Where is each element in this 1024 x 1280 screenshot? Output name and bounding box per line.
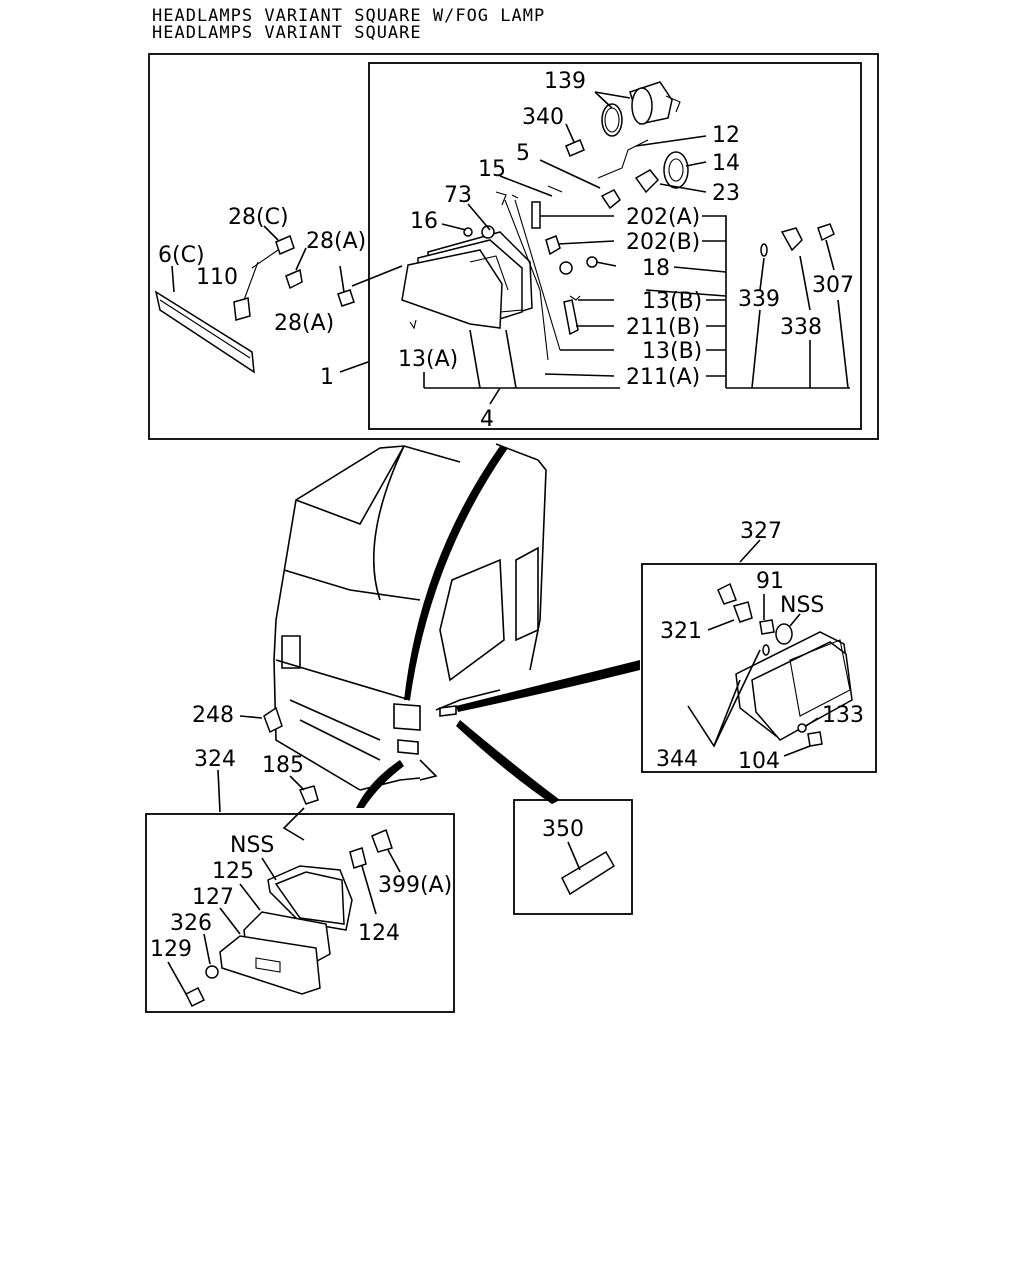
callout-4: 4 [480, 407, 494, 432]
callout-139: 139 [544, 69, 586, 94]
callout-28a-2: 28(A) [274, 311, 334, 336]
reflector-frame [513, 799, 633, 915]
pointer-ribbons [356, 660, 640, 808]
front-lamp-frame [145, 813, 455, 1013]
leader-lines-side-lamp [687, 539, 819, 757]
callout-15: 15 [478, 157, 506, 182]
leader-lines-top [171, 91, 850, 405]
callout-28a-1: 28(A) [306, 229, 366, 254]
callout-211b: 211(B) [626, 315, 700, 340]
side-turn-lamp [717, 582, 853, 747]
callout-339: 339 [738, 287, 780, 312]
callout-nss-side: NSS [780, 593, 824, 618]
callout-23: 23 [712, 181, 740, 206]
clip-248 [239, 706, 283, 734]
callout-13b-1: 13(B) [642, 289, 702, 314]
front-turn-lamp [184, 785, 393, 1008]
callout-91: 91 [756, 569, 784, 594]
callout-16: 16 [410, 209, 438, 234]
callout-1: 1 [320, 365, 334, 390]
callout-133: 133 [822, 703, 864, 728]
callout-202b: 202(B) [626, 230, 700, 255]
callout-6c: 6(C) [158, 243, 205, 268]
leader-lines-front-lamp [167, 769, 401, 995]
bulb-assembly [547, 81, 689, 210]
callout-129: 129 [150, 937, 192, 962]
callout-14: 14 [712, 151, 740, 176]
reflector-350 [561, 841, 616, 896]
callout-321: 321 [660, 619, 702, 644]
callout-344: 344 [656, 747, 698, 772]
callout-18: 18 [642, 256, 670, 281]
callout-nss-front: NSS [230, 833, 274, 858]
callout-13a: 13(A) [398, 347, 458, 372]
diagram-title-1: HEADLAMPS VARIANT SQUARE W/FOG LAMP [152, 6, 546, 26]
headlamp-housing [401, 231, 533, 329]
callout-324: 324 [194, 747, 236, 772]
callout-127: 127 [192, 885, 234, 910]
aim-screws [760, 223, 835, 257]
callout-104: 104 [738, 749, 780, 774]
callout-327: 327 [740, 519, 782, 544]
bumper-bracket [154, 234, 355, 374]
callout-340: 340 [522, 105, 564, 130]
callout-399a: 399(A) [378, 873, 452, 898]
callout-248: 248 [192, 703, 234, 728]
callout-124: 124 [358, 921, 400, 946]
callout-338: 338 [780, 315, 822, 340]
callout-12: 12 [712, 123, 740, 148]
headlamp-inner-frame [368, 62, 862, 430]
truck-cab [273, 443, 547, 791]
callout-5: 5 [516, 141, 530, 166]
diagram-title-2: HEADLAMPS VARIANT SQUARE [152, 23, 422, 43]
callout-307: 307 [812, 273, 854, 298]
headlamp-outer-frame [148, 53, 879, 440]
callout-326: 326 [170, 911, 212, 936]
callout-185: 185 [262, 753, 304, 778]
callout-211a: 211(A) [626, 365, 700, 390]
callout-labels: 139 340 12 5 14 15 23 73 202(A) 16 28(C)… [150, 69, 864, 962]
callout-13b-2: 13(B) [642, 339, 702, 364]
callout-350: 350 [542, 817, 584, 842]
callout-73: 73 [444, 183, 472, 208]
callout-125: 125 [212, 859, 254, 884]
callout-28c: 28(C) [228, 205, 289, 230]
callout-202a: 202(A) [626, 205, 700, 230]
callout-110: 110 [196, 265, 238, 290]
side-lamp-frame [641, 563, 877, 773]
